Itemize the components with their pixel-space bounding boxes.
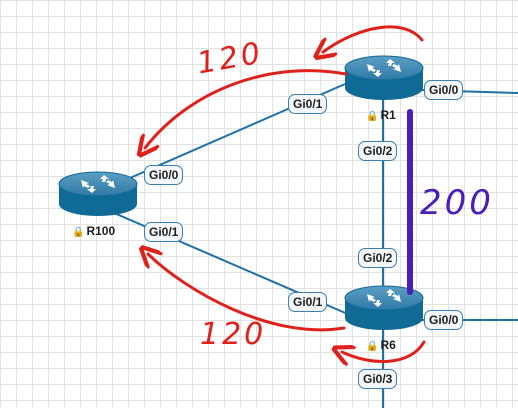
port-label-r100-gi00[interactable]: Gi0/0 [144, 165, 184, 185]
cost-annotation-bottom: 120 [200, 317, 267, 352]
port-label-r6-gi01[interactable]: Gi0/1 [288, 292, 328, 312]
router-icon[interactable] [344, 285, 424, 330]
red-arrow-bottom [148, 254, 346, 332]
port-label-r1-gi02[interactable]: Gi0/2 [358, 141, 398, 161]
lock-icon: 🔒 [366, 341, 379, 352]
port-label-r6-gi02[interactable]: Gi0/2 [358, 248, 398, 268]
port-label-r1-gi00[interactable]: Gi0/0 [424, 80, 464, 100]
router-icon[interactable] [344, 55, 424, 100]
router-icon[interactable] [58, 171, 138, 216]
port-label-r100-gi01[interactable]: Gi0/1 [144, 222, 184, 242]
router-label-r1: 🔒R1 [366, 108, 396, 122]
lock-icon: 🔒 [366, 111, 379, 122]
red-arrow-top [145, 69, 348, 148]
port-label-r1-gi01[interactable]: Gi0/1 [288, 94, 328, 114]
port-label-r6-gi00[interactable]: Gi0/0 [424, 310, 464, 330]
router-label-r6: 🔒R6 [366, 338, 396, 352]
lock-icon: 🔒 [72, 227, 85, 238]
links [97, 83, 518, 408]
port-label-r6-gi03[interactable]: Gi0/3 [358, 369, 398, 389]
cost-annotation-vertical: 200 [420, 183, 494, 223]
red-arrow-r1-loop [323, 25, 424, 52]
red-arrow-r6-loop [342, 340, 426, 361]
router-label-r100: 🔒R100 [72, 224, 116, 238]
